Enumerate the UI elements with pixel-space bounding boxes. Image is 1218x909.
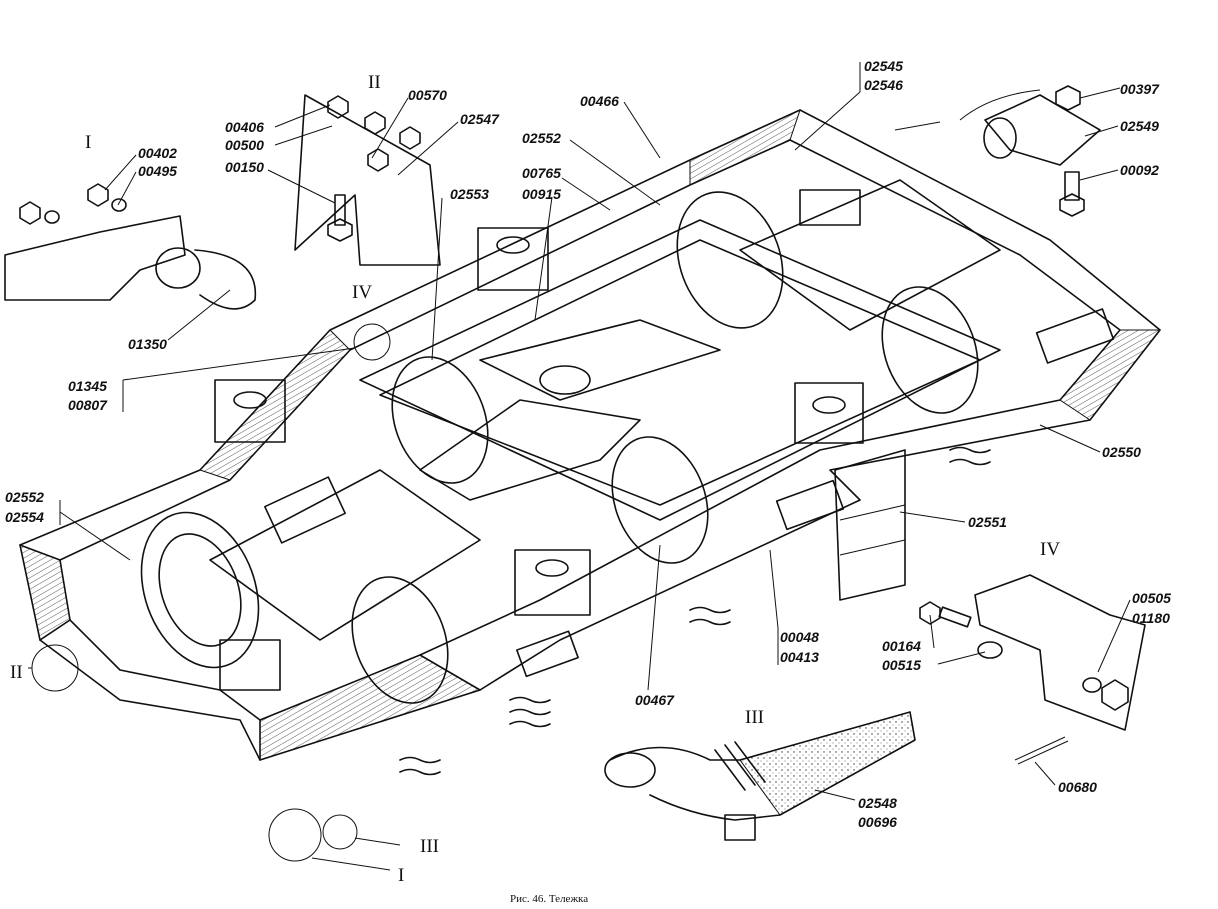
label-00413: 00413 — [780, 649, 819, 665]
view-iv-mid-marker: IV — [352, 282, 372, 303]
label-00467: 00467 — [635, 692, 675, 708]
view-iv-right-marker: IV — [1040, 539, 1060, 560]
label-00397: 00397 — [1120, 81, 1160, 97]
label-00515: 00515 — [882, 657, 921, 673]
label-01345: 01345 — [68, 378, 107, 394]
wheelsets — [140, 179, 1001, 704]
label-00150: 00150 — [225, 159, 264, 175]
callout-labels: 02545 02546 00466 00397 02549 00092 0057… — [5, 58, 1171, 830]
view-i-bottom-marker: I — [398, 865, 404, 886]
label-00402: 00402 — [138, 145, 177, 161]
label-00696: 00696 — [858, 814, 897, 830]
label-00495: 00495 — [138, 163, 177, 179]
view-i-top-marker: I — [85, 132, 91, 153]
label-00406: 00406 — [225, 119, 264, 135]
label-00765: 00765 — [522, 165, 561, 181]
view-ii-left-marker: II — [10, 662, 23, 683]
label-02547: 02547 — [460, 111, 500, 127]
detail-i-circle — [268, 808, 322, 862]
label-00505: 00505 — [1132, 590, 1171, 606]
label-00048: 00048 — [780, 629, 819, 645]
leader-lines — [28, 62, 1131, 871]
label-01350: 01350 — [128, 336, 167, 352]
label-02546: 02546 — [864, 77, 903, 93]
label-02551: 02551 — [968, 514, 1007, 530]
detail-ii-top — [294, 94, 441, 266]
suspension-pads — [214, 227, 1115, 776]
label-02554: 02554 — [5, 509, 44, 525]
label-00915: 00915 — [522, 186, 561, 202]
label-02548: 02548 — [858, 795, 897, 811]
detail-iii-circle — [322, 814, 358, 850]
label-02553: 02553 — [450, 186, 489, 202]
view-ii-top-marker: II — [368, 72, 381, 93]
detail-iv-right — [919, 574, 1146, 765]
view-markers: I II IV IV III II III I — [10, 72, 1060, 886]
figure-caption: Рис. 46. Тележка — [510, 893, 588, 905]
label-00570: 00570 — [408, 87, 447, 103]
detail-clamp-top-right — [894, 85, 1101, 217]
view-iii-bottom-marker: III — [420, 836, 439, 857]
label-00164: 00164 — [882, 638, 921, 654]
label-00500: 00500 — [225, 137, 264, 153]
label-02552-left: 02552 — [5, 489, 44, 505]
label-02550: 02550 — [1102, 444, 1141, 460]
label-02552-top: 02552 — [522, 130, 561, 146]
label-02549: 02549 — [1120, 118, 1159, 134]
view-iii-mid-marker: III — [745, 707, 764, 728]
detail-iii-hose — [604, 711, 916, 841]
label-00807: 00807 — [68, 397, 108, 413]
label-00092: 00092 — [1120, 162, 1159, 178]
detail-i-top — [4, 183, 257, 310]
detail-iv-circle — [353, 323, 391, 361]
label-00466: 00466 — [580, 93, 619, 109]
bogie-frame — [19, 109, 1162, 761]
label-01180: 01180 — [1132, 610, 1170, 626]
label-02545: 02545 — [864, 58, 903, 74]
label-00680: 00680 — [1058, 779, 1097, 795]
